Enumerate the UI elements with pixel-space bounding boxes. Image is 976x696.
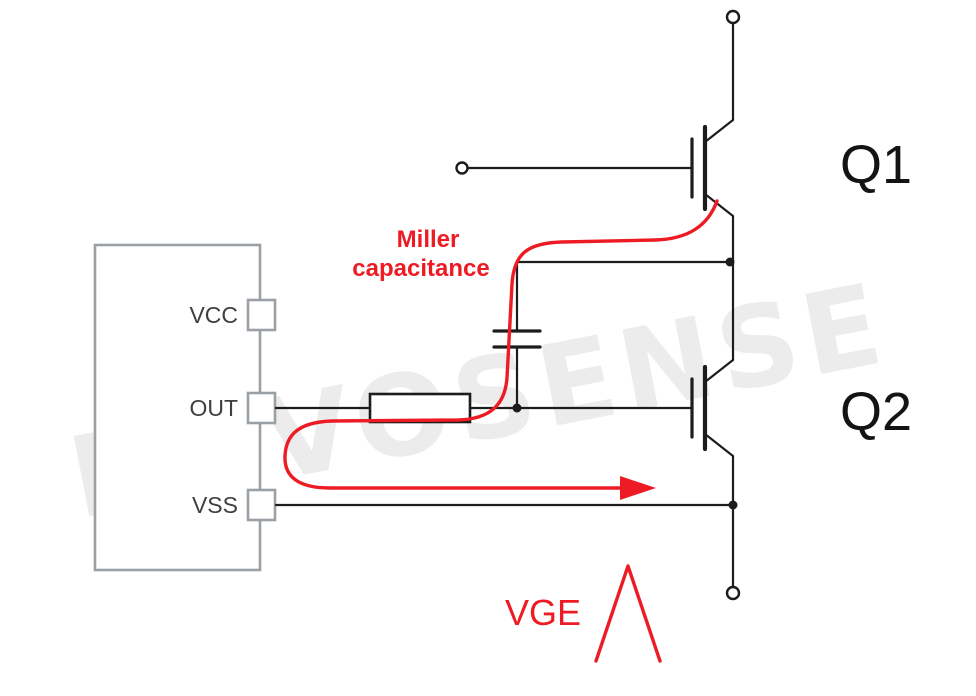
vge-spike-waveform-icon (594, 564, 662, 663)
pin-vcc: VCC (189, 298, 277, 332)
pin-box-out (246, 391, 277, 425)
transistor-q1: Q1 (455, 9, 912, 362)
ic-body (93, 243, 262, 572)
gate-resistor (368, 392, 472, 424)
pin-out: OUT (189, 391, 277, 425)
pin-label-out: OUT (189, 395, 238, 421)
q2-emitter-terminal (725, 585, 741, 601)
q1-collector-lead (703, 22, 735, 144)
vge-annotation: VGE (505, 564, 662, 663)
q2-label: Q2 (840, 382, 912, 442)
q2-collector-lead (703, 358, 735, 384)
pin-label-vcc: VCC (189, 302, 238, 328)
vss-node-dot (728, 500, 738, 510)
current-path-arrowhead-icon (620, 476, 656, 500)
q2-emitter-lead (703, 432, 735, 588)
vge-label: VGE (505, 592, 581, 633)
transistor-q2: Q2 (690, 358, 912, 601)
miller-annotation: Miller capacitance (352, 226, 489, 282)
miller-current-path (283, 199, 719, 500)
q1-gate-terminal (455, 161, 469, 175)
pin-label-vss: VSS (192, 492, 238, 518)
miller-annotation-line2: capacitance (352, 255, 489, 282)
pin-box-vcc (246, 298, 277, 332)
q1-label: Q1 (840, 135, 912, 195)
current-path-line (283, 199, 719, 490)
gate-driver-ic: VCC OUT VSS (93, 243, 277, 572)
q1-emitter-lead (703, 192, 735, 362)
pin-vss: VSS (192, 488, 277, 522)
q1-collector-terminal (725, 9, 741, 25)
pin-box-vss (246, 488, 277, 522)
miller-annotation-line1: Miller (397, 226, 460, 253)
